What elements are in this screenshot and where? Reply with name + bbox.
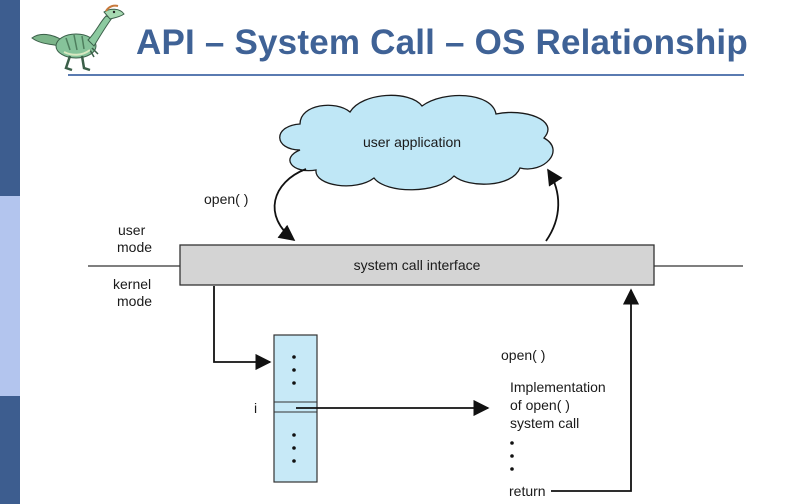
sidebar-band-middle [0, 196, 20, 396]
implementation-ellipsis-dot [510, 467, 514, 471]
implementation-line: Implementation [510, 379, 606, 395]
table-ellipsis-dot [292, 459, 296, 463]
slide-title: API – System Call – OS Relationship [136, 23, 748, 62]
system-call-interface-box [179, 244, 655, 286]
table-ellipsis-dot [292, 433, 296, 437]
kernel-mode-label-line2: mode [117, 293, 152, 309]
user-mode-label-line2: mode [117, 239, 152, 255]
implementation-line: system call [510, 415, 579, 431]
table-ellipsis-dot [292, 368, 296, 372]
dispatch-arrow [213, 286, 272, 371]
sidebar-band-bottom [0, 396, 20, 504]
system-call-interface-label: system call interface [354, 257, 481, 273]
sidebar-band-top [0, 0, 20, 196]
return-arrow [551, 288, 640, 492]
user-application-label: user application [363, 134, 461, 150]
implementation-ellipsis-dot [510, 454, 514, 458]
implementation-ellipsis-dot [510, 441, 514, 445]
user-application-cloud [279, 94, 554, 191]
implementation-heading: open( ) [501, 347, 545, 363]
kernel-mode-label-line1: kernel [113, 276, 151, 292]
table-ellipsis-dot [292, 446, 296, 450]
dinosaur-logo-icon [31, 4, 125, 72]
open-call-label: open( ) [204, 191, 248, 207]
call-arrow [273, 168, 307, 241]
implementation-line: of open( ) [510, 397, 570, 413]
title-underline [68, 74, 744, 76]
return-label: return [509, 483, 546, 499]
table-ellipsis-dot [292, 355, 296, 359]
slide-sidebar [0, 0, 20, 504]
table-ellipsis-dot [292, 381, 296, 385]
table-index-label: i [254, 400, 257, 416]
user-mode-label-line1: user [118, 222, 146, 238]
return-to-app-arrow [545, 168, 563, 242]
